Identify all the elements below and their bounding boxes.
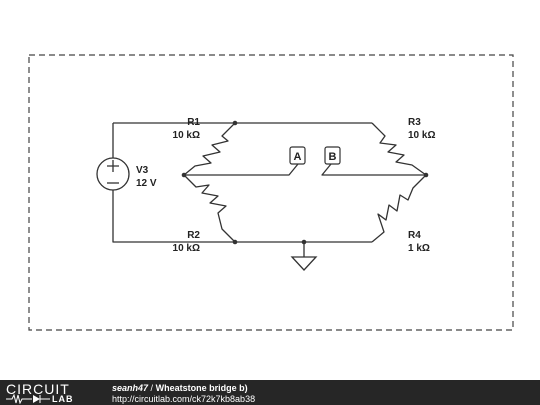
wire-source-bottom [112, 189, 235, 243]
circuit-title[interactable]: Wheatstone bridge b) [155, 383, 248, 393]
footer-info: seanh47 / Wheatstone bridge b) http://ci… [112, 383, 255, 405]
circuit-schematic: A B R1 10 kΩ R2 10 kΩ R3 10 kΩ R4 1 kΩ V… [28, 54, 514, 331]
junction-dot [301, 239, 307, 245]
r2-value: 10 kΩ [173, 243, 200, 254]
r4-value: 1 kΩ [408, 243, 430, 254]
footer-bar: CIRCUIT LAB seanh47 / Wheatstone bridge … [0, 380, 540, 405]
probe-a: A [289, 146, 306, 165]
resistor-r4 [371, 174, 427, 243]
r3-value: 10 kΩ [408, 130, 435, 141]
r3-name: R3 [408, 117, 421, 128]
circuit-url-link[interactable]: http://circuitlab.com/ck72k7kb8ab38 [112, 394, 256, 404]
probe-b-label: B [329, 151, 337, 163]
footer-url-line: http://circuitlab.com/ck72k7kb8ab38 [112, 394, 255, 405]
resistor-r1 [183, 122, 236, 176]
v3-name: V3 [136, 165, 149, 176]
logo-waveform-icon [6, 394, 50, 404]
footer-title-line: seanh47 / Wheatstone bridge b) [112, 383, 255, 394]
junction-dot [232, 120, 238, 126]
r1-name: R1 [187, 117, 200, 128]
resistor-r3 [371, 122, 427, 176]
r2-name: R2 [187, 230, 200, 241]
resistor-r2 [183, 174, 236, 243]
probe-a-label: A [294, 151, 302, 163]
voltage-source-v3 [96, 157, 130, 191]
ground-icon [290, 256, 318, 271]
junction-dot [181, 172, 187, 178]
schematic-border [28, 54, 514, 331]
junction-dot [232, 239, 238, 245]
wire-probe-b [321, 163, 426, 176]
logo-text-top: CIRCUIT [6, 381, 70, 397]
r4-name: R4 [408, 230, 421, 241]
author-name[interactable]: seanh47 [112, 383, 149, 393]
probe-b: B [324, 146, 341, 165]
logo-text-bottom: LAB [52, 394, 74, 404]
junction-dot [423, 172, 429, 178]
wire-probe-a [184, 163, 299, 176]
v3-value: 12 V [136, 178, 157, 189]
circuitlab-logo[interactable]: CIRCUIT LAB [6, 382, 96, 404]
r1-value: 10 kΩ [173, 130, 200, 141]
title-separator: / [150, 383, 154, 393]
